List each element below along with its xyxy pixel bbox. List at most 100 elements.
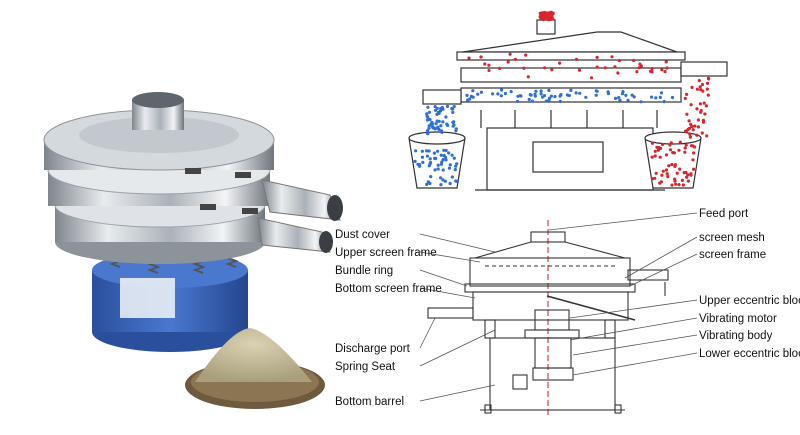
- particle-dot: [496, 92, 500, 96]
- particle-dot: [707, 77, 711, 81]
- particle-dot: [668, 148, 673, 152]
- particle-dot: [577, 68, 582, 72]
- particle-dot: [453, 168, 457, 172]
- particle-dot: [549, 16, 553, 20]
- particle-dot: [430, 120, 434, 124]
- particle-dot: [639, 100, 643, 104]
- particle-dot: [451, 124, 455, 128]
- particle-dot: [446, 123, 450, 127]
- particle-dot: [663, 70, 667, 74]
- particle-dot: [427, 110, 431, 114]
- particle-dot: [500, 88, 504, 92]
- particle-dot: [705, 81, 710, 85]
- particle-dot: [681, 183, 685, 187]
- particle-dot: [455, 179, 459, 184]
- particle-dot: [689, 122, 693, 126]
- particle-dot: [692, 167, 696, 171]
- particle-dot: [530, 99, 534, 103]
- particle-dot: [697, 79, 701, 83]
- particle-dot: [658, 95, 662, 99]
- particle-dot: [670, 183, 674, 187]
- particle-dot: [700, 82, 705, 87]
- label-dust-cover: Dust cover: [335, 229, 390, 241]
- particle-dot: [487, 63, 491, 67]
- machine-photo: [43, 92, 343, 409]
- particle-dot: [444, 115, 448, 119]
- particle-dot: [613, 65, 617, 69]
- particle-dot: [425, 129, 430, 133]
- particle-dot: [650, 141, 654, 145]
- particle-dot: [705, 134, 709, 138]
- label-discharge-port: Discharge port: [335, 343, 411, 355]
- particle-dot: [434, 122, 438, 126]
- particle-dot: [544, 15, 548, 19]
- particle-dot: [426, 115, 430, 119]
- particle-dot: [698, 102, 702, 106]
- particle-dot: [639, 64, 643, 68]
- particle-dot: [439, 129, 444, 133]
- particle-dot: [450, 153, 454, 157]
- particle-dot: [653, 154, 657, 158]
- particle-dot: [498, 66, 502, 70]
- particle-dot: [701, 89, 705, 93]
- particle-dot: [594, 93, 598, 97]
- particle-dot: [620, 92, 624, 96]
- particle-dot: [447, 151, 451, 155]
- particle-dot: [630, 93, 634, 97]
- particle-dot: [677, 148, 681, 152]
- particle-dot: [479, 90, 483, 94]
- particle-dot: [558, 61, 562, 65]
- particle-dot: [706, 93, 710, 97]
- particle-dot: [701, 118, 705, 122]
- particle-dot: [661, 169, 665, 173]
- particle-dot: [540, 16, 545, 20]
- particle-dot: [658, 155, 662, 159]
- particle-dot: [695, 133, 699, 137]
- particle-dot: [547, 11, 551, 15]
- particle-dot: [513, 57, 517, 62]
- particle-dot: [425, 131, 429, 135]
- particle-dot: [543, 66, 547, 70]
- particle-dot: [436, 163, 440, 167]
- particle-dot: [673, 179, 677, 183]
- particle-dot: [441, 178, 445, 182]
- particle-dot: [427, 124, 431, 128]
- particle-dot: [661, 142, 665, 147]
- particle-dot: [664, 60, 668, 64]
- particle-dot: [468, 97, 472, 101]
- particle-dot: [660, 173, 664, 177]
- particle-dot: [677, 183, 681, 187]
- particle-dot: [635, 70, 639, 74]
- particle-dot: [414, 149, 418, 153]
- particle-dot: [683, 150, 687, 154]
- particle-dot: [618, 98, 622, 102]
- particle-dot: [603, 66, 607, 70]
- particle-dot: [533, 94, 537, 98]
- particle-dot: [610, 55, 614, 59]
- label-screen-frame: screen frame: [699, 249, 766, 261]
- particle-dot: [660, 68, 664, 72]
- particle-dot: [700, 131, 704, 135]
- particle-dot: [691, 158, 695, 162]
- particle-dot: [421, 160, 425, 164]
- particle-dot: [426, 105, 430, 109]
- particle-dot: [665, 66, 669, 70]
- particle-dot: [452, 104, 456, 109]
- particle-dot: [436, 167, 440, 171]
- particle-dot: [653, 149, 657, 153]
- label-bottom-screen-frame: Bottom screen frame: [335, 283, 442, 295]
- cross-section-diagram: Dust cover Upper screen frame Bundle rin…: [335, 208, 800, 415]
- particle-dot: [606, 92, 611, 96]
- particle-dot: [589, 76, 594, 80]
- label-feed-port: Feed port: [699, 208, 749, 220]
- particle-dot: [483, 62, 487, 66]
- particle-dot: [673, 164, 677, 168]
- particle-dot: [471, 95, 475, 99]
- particle-dot: [471, 89, 475, 93]
- dust-cover-photo: [43, 92, 275, 171]
- particle-dot: [509, 90, 513, 94]
- particle-dot: [654, 171, 658, 175]
- particle-dot: [693, 124, 697, 128]
- particle-dot: [682, 171, 686, 175]
- particle-dot: [683, 146, 687, 150]
